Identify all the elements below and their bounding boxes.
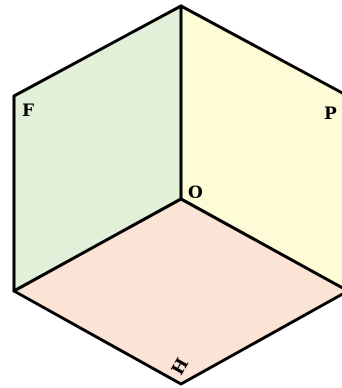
frontal-plane-label: F [22,101,34,121]
horizontal-plane-face [12,197,342,386]
profile-plane-label: P [324,104,337,124]
origin-label: O [188,183,203,203]
profile-plane-face [179,4,342,290]
